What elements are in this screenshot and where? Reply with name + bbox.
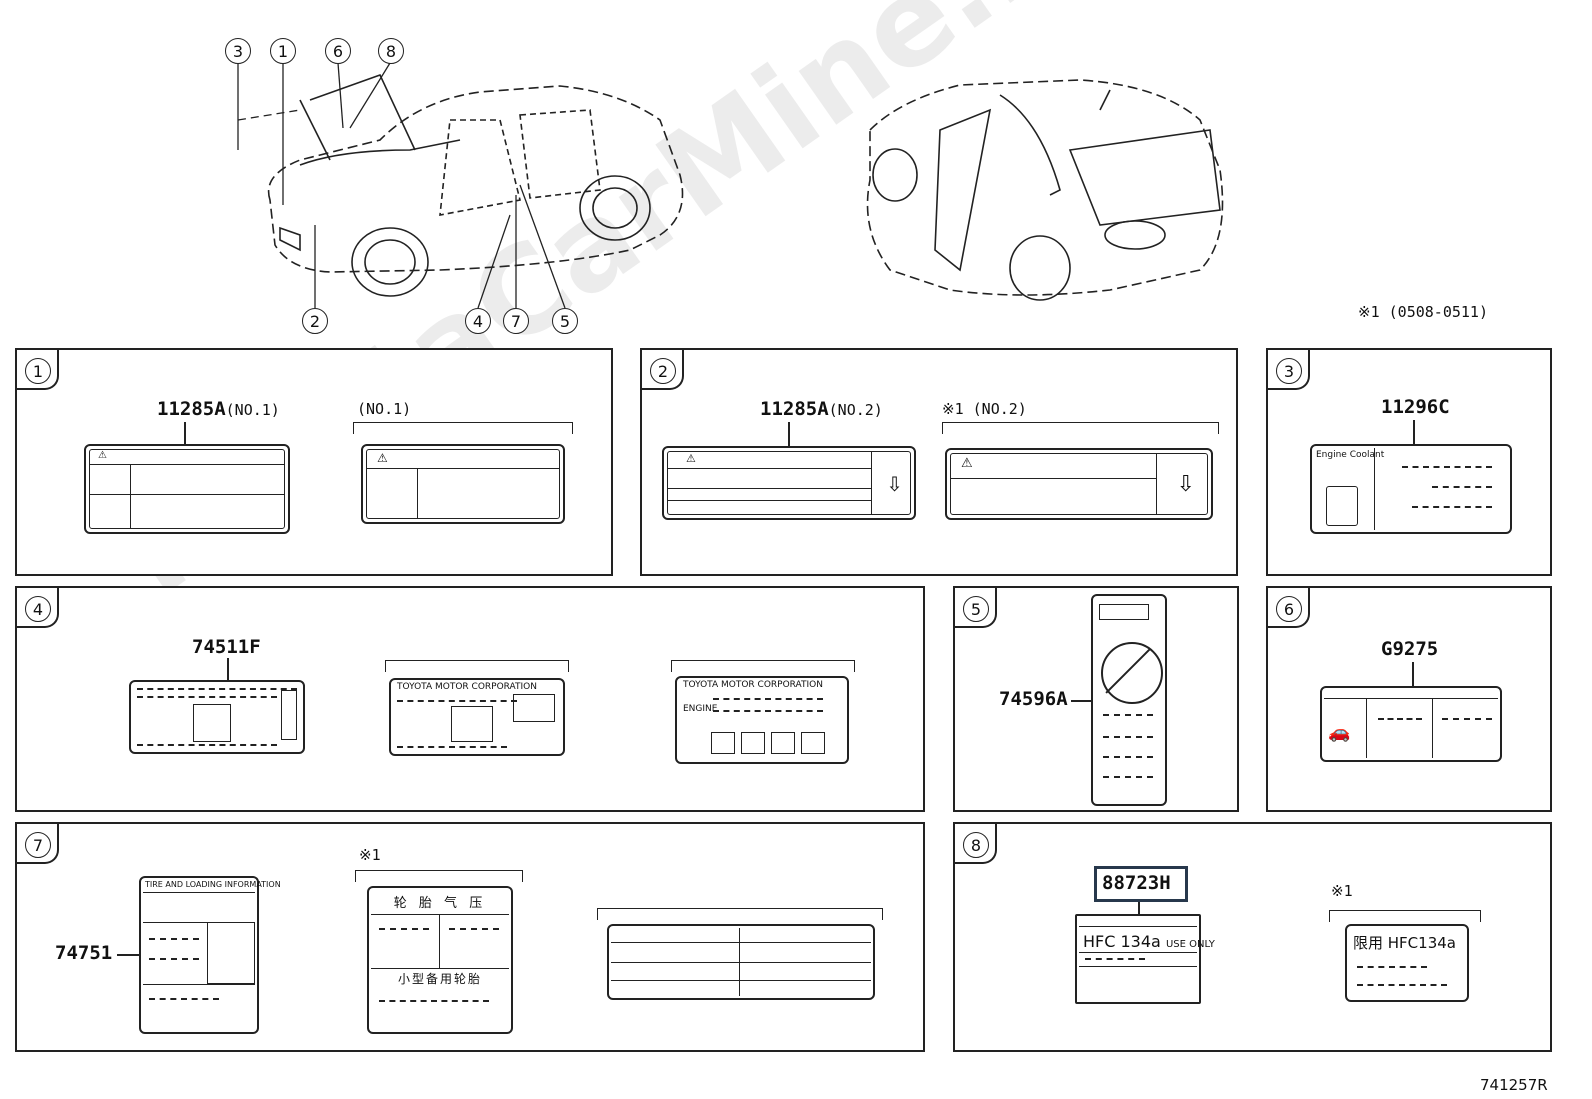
callout-3: 3 [225,38,251,64]
variant-label: ※1 (NO.2) [942,400,1027,418]
vehicle-illustrations [237,62,1224,309]
reservoir-icon [1326,486,1358,526]
variant-label: ※1 [1331,882,1353,900]
callout-5: 5 [552,308,578,334]
panel-number: 5 [963,596,989,622]
callout-4: 4 [465,308,491,334]
leader-line [1413,420,1415,444]
warning-icon: ⚠ [377,451,388,465]
panel-number: 2 [650,358,676,384]
tire-pressure-title: 轮 胎 气 压 [393,896,487,911]
panel-tab [640,348,684,390]
panel-tab [15,822,59,864]
ac-refrigerant-label-cn: 限用 HFC134a [1345,924,1469,1002]
corp-text: TOYOTA MOTOR CORPORATION [683,680,823,690]
vehicle-info-label-b: TOYOTA MOTOR CORPORATION [389,678,565,756]
caution-label: ⚠ [84,444,290,534]
panel-tab [1266,586,1310,628]
panel-tab [15,348,59,390]
hfc-text: HFC 134a USE ONLY [1083,932,1215,951]
arrow-down-icon: ⇩ [886,472,903,496]
panel-number: 1 [25,358,51,384]
spare-tire-text: 小型备用轮胎 [397,972,482,986]
callout-1: 1 [270,38,296,64]
callout-7: 7 [503,308,529,334]
panel-8: 8 88723H HFC 134a USE ONLY ※1 限用 HFC134a [953,822,1552,1052]
variant-label: ※1 [359,846,381,864]
diagram-code: 741257R [1480,1076,1548,1094]
variant-bracket [671,660,855,672]
panel-5: 5 74596A [953,586,1239,812]
coolant-text: Engine Coolant [1316,450,1385,460]
panel-7: 7 74751 TIRE AND LOADING INFORMATION ※1 … [15,822,925,1052]
callout-8: 8 [378,38,404,64]
leader-line [1138,902,1140,916]
panel-number: 4 [25,596,51,622]
part-number: 74596A [999,688,1068,710]
variant-bracket [942,422,1219,434]
corp-text: TOYOTA MOTOR CORPORATION [397,682,537,692]
variant-bracket [385,660,569,672]
panel-number: 6 [1276,596,1302,622]
hfc-cn-text: 限用 HFC134a [1353,934,1456,952]
part-number: 11285A(NO.2) [760,398,883,420]
panel-4: 4 74511F TOYOTA MOTOR CORPORATION TOYOTA… [15,586,925,812]
leader-line [117,954,139,956]
vertical-warning-label [1091,594,1167,806]
panel-tab [1266,348,1310,390]
panel-number: 7 [25,832,51,858]
vehicle-info-label [129,680,305,754]
caution-label-variant: ⚠ ⇩ [945,448,1213,520]
engine-text: ENGINE [683,704,718,714]
coolant-label: Engine Coolant [1310,444,1512,534]
tire-loading-label: TIRE AND LOADING INFORMATION [139,876,281,1034]
callout-6: 6 [325,38,351,64]
vehicle-info-label-c: TOYOTA MOTOR CORPORATION ENGINE [675,676,849,764]
car-icon: 🚗 [1328,722,1351,743]
part-number: 74751 [55,942,113,964]
part-number: 11296C [1381,396,1450,418]
part-number: 74511F [192,636,261,658]
panel-tab [953,822,997,864]
leader-line [227,658,229,680]
panel-2: 2 11285A(NO.2) ⚠ ⇩ ※1 (NO.2) ⚠ ⇩ [640,348,1238,576]
caution-label-variant: ⚠ [361,444,565,524]
specification-label: 🚗 [1320,686,1502,762]
production-note: ※1 (0508-0511) [1358,303,1488,321]
panel-number: 8 [963,832,989,858]
variant-bracket [1329,910,1481,922]
leader-line [1412,662,1414,686]
part-number[interactable]: 88723H [1102,872,1171,894]
warning-icon: ⚠ [686,452,696,465]
panel-6: 6 G9275 🚗 [1266,586,1552,812]
panel-tab [15,586,59,628]
no-entry-icon [1101,642,1163,704]
leader-line [1071,700,1091,702]
warning-icon: ⚠ [961,456,973,471]
tire-pressure-label-cn: 轮 胎 气 压 小型备用轮胎 [367,886,513,1034]
variant-bracket [597,908,883,920]
tire-info-text: TIRE AND LOADING INFORMATION [145,880,281,889]
panel-3: 3 11296C Engine Coolant [1266,348,1552,576]
part-number: G9275 [1381,638,1439,660]
callout-2: 2 [302,308,328,334]
panel-1: 1 11285A(NO.1) ⚠ (NO.1) ⚠ [15,348,613,576]
leader-line [184,422,186,444]
selected-part-highlight[interactable] [1094,866,1188,902]
caution-label: ⚠ ⇩ [662,446,916,520]
leader-line [788,422,790,446]
tire-pressure-label-b [607,924,875,1000]
ac-refrigerant-label: HFC 134a USE ONLY [1075,914,1215,1004]
variant-label: (NO.1) [357,400,412,418]
panel-tab [953,586,997,628]
arrow-down-icon: ⇩ [1176,472,1195,497]
variant-bracket [353,422,573,434]
variant-bracket [355,870,523,882]
panel-number: 3 [1276,358,1302,384]
warning-icon: ⚠ [98,450,107,461]
part-number: 11285A(NO.1) [157,398,280,420]
